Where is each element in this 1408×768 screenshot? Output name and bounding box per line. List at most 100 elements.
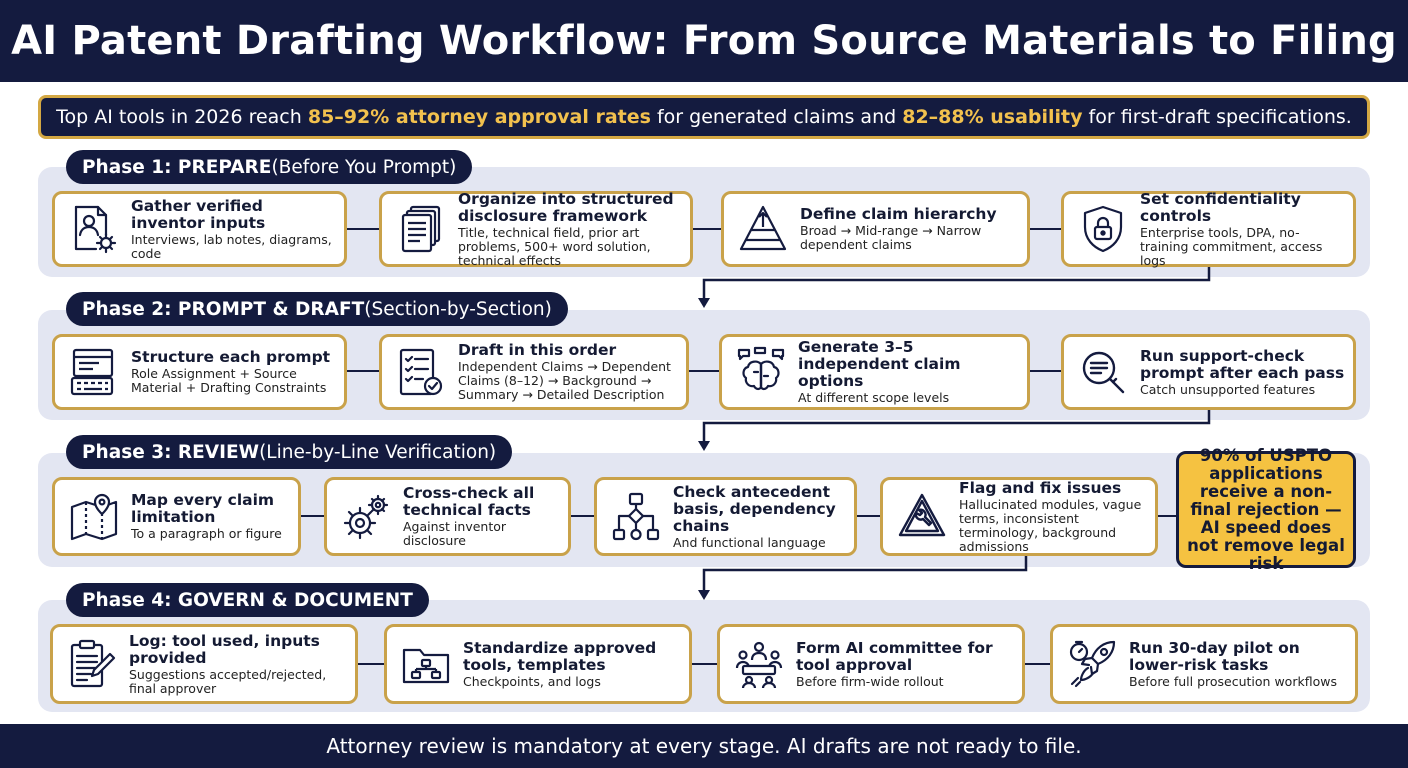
connector bbox=[346, 228, 380, 230]
connector bbox=[1157, 515, 1176, 517]
card-subtitle: At different scope levels bbox=[798, 390, 950, 405]
arrowhead-icon bbox=[698, 298, 710, 308]
card-title: Draft in this order bbox=[458, 341, 617, 359]
warning-wrench-icon bbox=[895, 490, 949, 544]
card-subtitle: Enterprise tools, DPA, no-training commi… bbox=[1140, 224, 1323, 268]
card-title: Gather verified inventor inputs bbox=[131, 196, 266, 232]
card-subtitle: Checkpoints, and logs bbox=[463, 673, 601, 689]
card-subtitle: Broad → Mid-range → Narrow dependent cla… bbox=[800, 223, 982, 252]
card-title: Run 30-day pilot on lower-risk tasks bbox=[1129, 638, 1300, 674]
magnifier-document-icon bbox=[1076, 345, 1130, 399]
card-antecedent-basis: Check antecedent basis, dependency chain… bbox=[594, 477, 857, 556]
pyramid-hierarchy-icon bbox=[736, 202, 790, 256]
card-title: Organize into structured disclosure fram… bbox=[458, 189, 674, 225]
uspto-rejection-callout: 90% of USPTO applications receive a non-… bbox=[1176, 446, 1356, 572]
banner-text-1: Top AI tools in 2026 reach bbox=[56, 106, 308, 128]
card-title: Run support-check prompt after each pass bbox=[1140, 346, 1345, 382]
card-subtitle: Catch unsupported features bbox=[1140, 381, 1316, 397]
connector bbox=[688, 370, 720, 372]
stats-banner-text: Top AI tools in 2026 reach 85–92% attorn… bbox=[56, 106, 1352, 128]
connector bbox=[300, 515, 325, 517]
page-title: AI Patent Drafting Workflow: From Source… bbox=[11, 18, 1397, 64]
card-title: Define claim hierarchy bbox=[800, 205, 997, 223]
card-subtitle: Suggestions accepted/rejected, final app… bbox=[129, 666, 327, 696]
card-title: Form AI committee for tool approval bbox=[796, 638, 993, 674]
rocket-stopwatch-icon bbox=[1065, 637, 1119, 691]
connector bbox=[856, 515, 881, 517]
prompt-template-icon bbox=[67, 345, 121, 399]
card-subtitle: Before firm-wide rollout bbox=[796, 673, 944, 689]
phase-2-label: Phase 2: PROMPT & DRAFT (Section-by-Sect… bbox=[66, 292, 568, 326]
footer-text: Attorney review is mandatory at every st… bbox=[326, 734, 1082, 758]
connector bbox=[1029, 370, 1062, 372]
phase-3-label: Phase 3: REVIEW (Line-by-Line Verificati… bbox=[66, 435, 513, 469]
footer-bar: Attorney review is mandatory at every st… bbox=[0, 724, 1408, 768]
connector bbox=[1024, 663, 1051, 665]
card-title: Set confidentiality controls bbox=[1140, 189, 1301, 225]
card-subtitle: Title, technical field, prior art proble… bbox=[458, 224, 651, 268]
card-subtitle: Independent Claims → Dependent Claims (8… bbox=[458, 359, 671, 402]
card-subtitle: Before full prosecution workflows bbox=[1129, 673, 1337, 689]
card-title: Generate 3–5 independent claim options bbox=[798, 338, 961, 390]
card-title: Standardize approved tools, templates bbox=[463, 638, 657, 674]
card-title: Structure each prompt bbox=[131, 348, 331, 366]
banner-highlight-approval: 85–92% attorney approval rates bbox=[307, 106, 651, 128]
phase-4-label: Phase 4: GOVERN & DOCUMENT bbox=[66, 583, 429, 617]
connector bbox=[1029, 228, 1062, 230]
card-title: Log: tool used, inputs provided bbox=[129, 631, 320, 667]
connector bbox=[570, 515, 595, 517]
card-subtitle: Against inventor disclosure bbox=[403, 519, 507, 548]
arrowhead-icon bbox=[698, 441, 710, 451]
card-title: Cross-check all technical facts bbox=[403, 484, 535, 519]
arrow-phase-2-to-3 bbox=[702, 409, 1211, 443]
callout-text: 90% of USPTO applications receive a non-… bbox=[1187, 445, 1345, 573]
gears-icon bbox=[339, 490, 393, 544]
arrow-phase-3-to-4 bbox=[702, 556, 1028, 592]
card-subtitle: Hallucinated modules, vague terms, incon… bbox=[959, 496, 1142, 554]
card-subtitle: Role Assignment + Source Material + Draf… bbox=[131, 366, 327, 395]
flowchart-icon bbox=[609, 490, 663, 544]
connector bbox=[691, 663, 718, 665]
arrowhead-icon bbox=[698, 590, 710, 600]
connector bbox=[692, 228, 722, 230]
card-subtitle: Interviews, lab notes, diagrams, code bbox=[131, 231, 332, 261]
clipboard-log-icon bbox=[65, 637, 119, 691]
person-document-gear-icon bbox=[67, 202, 121, 256]
card-subtitle: To a paragraph or figure bbox=[131, 526, 282, 541]
checklist-icon bbox=[394, 345, 448, 399]
banner-text-3: for first-draft specifications. bbox=[1082, 106, 1352, 128]
stacked-documents-icon bbox=[394, 202, 448, 256]
brain-chat-icon bbox=[734, 345, 788, 399]
stats-banner: Top AI tools in 2026 reach 85–92% attorn… bbox=[38, 95, 1370, 139]
phase-1-label: Phase 1: PREPARE (Before You Prompt) bbox=[66, 150, 473, 184]
committee-icon bbox=[732, 637, 786, 691]
shield-lock-icon bbox=[1076, 202, 1130, 256]
connector bbox=[346, 370, 380, 372]
card-subtitle: And functional language bbox=[673, 534, 826, 550]
card-organize-disclosure: Organize into structured disclosure fram… bbox=[379, 189, 693, 268]
folder-network-icon bbox=[399, 637, 453, 691]
card-title: Flag and fix issues bbox=[959, 478, 1122, 497]
arrow-phase-1-to-2 bbox=[702, 266, 1211, 300]
banner-text-2: for generated claims and bbox=[650, 106, 903, 128]
card-support-check: Run support-check prompt after each pass… bbox=[1061, 334, 1356, 410]
connector bbox=[357, 663, 385, 665]
card-title: Map every claim limitation bbox=[131, 491, 275, 526]
banner-highlight-usability: 82–88% usability bbox=[902, 106, 1083, 128]
card-title: Check antecedent basis, dependency chain… bbox=[673, 482, 836, 535]
map-pin-icon bbox=[67, 490, 121, 544]
